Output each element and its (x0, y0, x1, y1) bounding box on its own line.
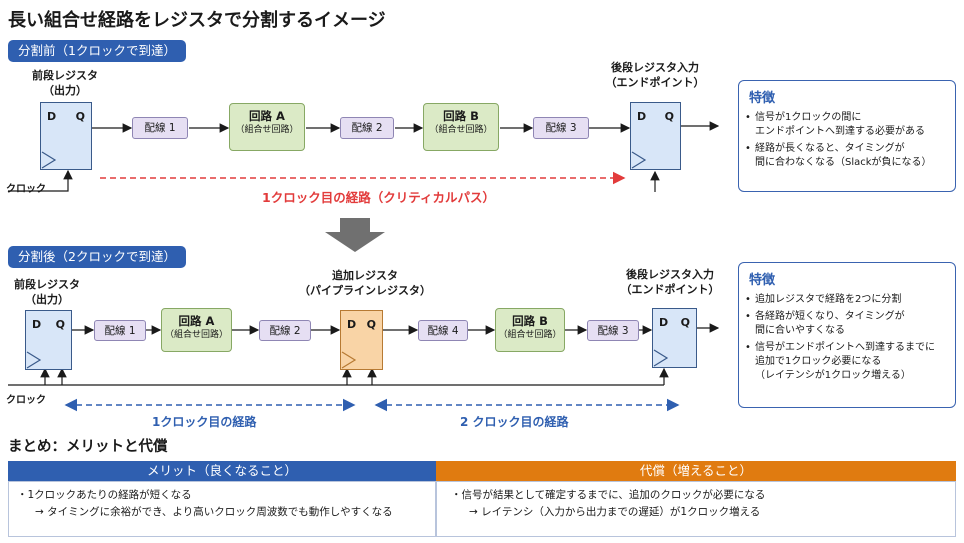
before-wire-2: 配線 2 (340, 117, 394, 139)
after-features-box: 特徴 追加レジスタで経路を2つに分割 各経路が短くなり、タイミングが 間に合いや… (738, 262, 956, 408)
register-role: （出力） (25, 293, 69, 306)
after-wire-3: 配線 3 (587, 320, 639, 341)
ff-q-pin: Q (680, 316, 690, 329)
transition-arrow (325, 218, 385, 252)
after-source-register: D Q (25, 310, 72, 370)
cost-header: 代償（増えること） (436, 461, 956, 481)
critical-path-label: 1クロック目の経路（クリティカルパス） (262, 190, 495, 205)
after-wire-4: 配線 4 (418, 320, 468, 341)
merit-line: ・1クロックあたりの経路が短くなる (17, 489, 192, 501)
after-clock-label: クロック (6, 395, 46, 406)
clock-triangle-icon (26, 351, 42, 369)
feature-line: （レイテンシが1クロック増える） (755, 370, 911, 381)
circuit-type: （組合せ回路） (498, 330, 562, 340)
feature-line: エンドポイントへ到達する必要がある (755, 126, 925, 137)
after-wire-2: 配線 2 (259, 320, 311, 341)
register-name: 追加レジスタ (332, 269, 398, 282)
after-dest-register: D Q (652, 308, 697, 368)
feature-line: 間に合いやすくなる (755, 325, 845, 336)
circuit-name: 回路 A (249, 109, 285, 123)
before-dest-register-label: 後段レジスタ入力 （エンドポイント） (590, 60, 720, 90)
merit-line: → タイミングに余裕ができ、より高いクロック周波数でも動作しやすくなる (35, 506, 393, 518)
before-features-box: 特徴 信号が1クロックの間に エンドポイントへ到達する必要がある 経路が長くなる… (738, 80, 956, 192)
feature-line: 信号がエンドポイントへ到達するまでに (755, 342, 935, 353)
cost-line: ・信号が結果として確定するまでに、追加のクロックが必要になる (451, 489, 766, 501)
feature-line: 経路が長くなると、タイミングが (755, 143, 905, 154)
before-clock-label: クロック (6, 184, 46, 195)
feature-item: 信号が1クロックの間に エンドポイントへ到達する必要がある (745, 111, 932, 139)
ff-d-pin: D (637, 110, 647, 123)
after-source-register-label: 前段レジスタ （出力） (2, 277, 92, 307)
register-name: 後段レジスタ入力 (611, 61, 699, 74)
features-title: 特徴 (749, 273, 776, 288)
circuit-name: 回路 B (443, 109, 479, 123)
circuit-name: 回路 A (178, 314, 215, 328)
ff-d-pin: D (47, 110, 57, 123)
summary-title: まとめ：メリットと代償 (8, 439, 168, 455)
feature-line: 信号が1クロックの間に (755, 112, 862, 123)
before-circuit-a: 回路 A （組合せ回路） (229, 103, 305, 151)
features-title: 特徴 (749, 91, 776, 106)
before-dest-register: D Q (630, 102, 681, 170)
after-circuit-a: 回路 A （組合せ回路） (161, 308, 232, 352)
register-name: 前段レジスタ (32, 69, 98, 82)
circuit-type: （組合せ回路） (164, 330, 228, 340)
pipeline-register-label: 追加レジスタ （パイプラインレジスタ） (290, 268, 440, 298)
feature-line: 各経路が短くなり、タイミングが (755, 311, 905, 322)
feature-item: 追加レジスタで経路を2つに分割 (745, 293, 935, 307)
page-title: 長い組合せ経路をレジスタで分割するイメージ (8, 10, 386, 31)
before-section-pill: 分割前（1クロックで到達） (8, 40, 186, 62)
before-circuit-b: 回路 B （組合せ回路） (423, 103, 499, 151)
before-wire-1: 配線 1 (132, 117, 188, 139)
circuit-type: （組合せ回路） (429, 125, 493, 135)
feature-item: 経路が長くなると、タイミングが 間に合わなくなる（Slackが負になる） (745, 142, 932, 170)
merit-header: メリット（良くなること） (8, 461, 436, 481)
after-circuit-b: 回路 B （組合せ回路） (495, 308, 565, 352)
clock-triangle-icon (41, 151, 57, 169)
ff-d-pin: D (347, 318, 357, 331)
before-wire-3: 配線 3 (533, 117, 589, 139)
before-source-register-label: 前段レジスタ （出力） (20, 68, 110, 98)
cost-line: → レイテンシ（入力から出力までの遅延）が1クロック増える (469, 506, 761, 518)
clock-triangle-icon (653, 349, 669, 367)
ff-d-pin: D (32, 318, 42, 331)
ff-q-pin: Q (75, 110, 85, 123)
register-role: （パイプラインレジスタ） (299, 284, 431, 297)
feature-line: 追加レジスタで経路を2つに分割 (755, 294, 902, 305)
ff-q-pin: Q (664, 110, 674, 123)
circuit-name: 回路 B (512, 314, 548, 328)
first-clock-path-label: 1クロック目の経路 (152, 415, 257, 429)
feature-item: 信号がエンドポイントへ到達するまでに 追加で1クロック必要になる （レイテンシが… (745, 341, 935, 383)
clock-triangle-icon (341, 351, 357, 369)
register-role: （エンドポイント） (605, 76, 705, 89)
merit-body: ・1クロックあたりの経路が短くなる → タイミングに余裕ができ、より高いクロック… (8, 481, 436, 537)
after-dest-register-label: 後段レジスタ入力 （エンドポイント） (605, 267, 735, 297)
second-clock-path-label: 2 クロック目の経路 (460, 415, 569, 429)
register-role: （エンドポイント） (620, 283, 720, 296)
feature-line: 追加で1クロック必要になる (755, 356, 882, 367)
register-role: （出力） (43, 84, 87, 97)
feature-item: 各経路が短くなり、タイミングが 間に合いやすくなる (745, 310, 935, 338)
circuit-type: （組合せ回路） (235, 125, 299, 135)
clock-triangle-icon (631, 151, 647, 169)
after-section-pill: 分割後（2クロックで到達） (8, 246, 186, 268)
ff-d-pin: D (659, 316, 669, 329)
after-wire-1: 配線 1 (94, 320, 146, 341)
before-source-register: D Q (40, 102, 92, 170)
register-name: 後段レジスタ入力 (626, 268, 714, 281)
pipeline-register: D Q (340, 310, 383, 370)
ff-q-pin: Q (366, 318, 376, 331)
ff-q-pin: Q (55, 318, 65, 331)
cost-body: ・信号が結果として確定するまでに、追加のクロックが必要になる → レイテンシ（入… (436, 481, 956, 537)
register-name: 前段レジスタ (14, 278, 80, 291)
feature-line: 間に合わなくなる（Slackが負になる） (755, 157, 932, 168)
